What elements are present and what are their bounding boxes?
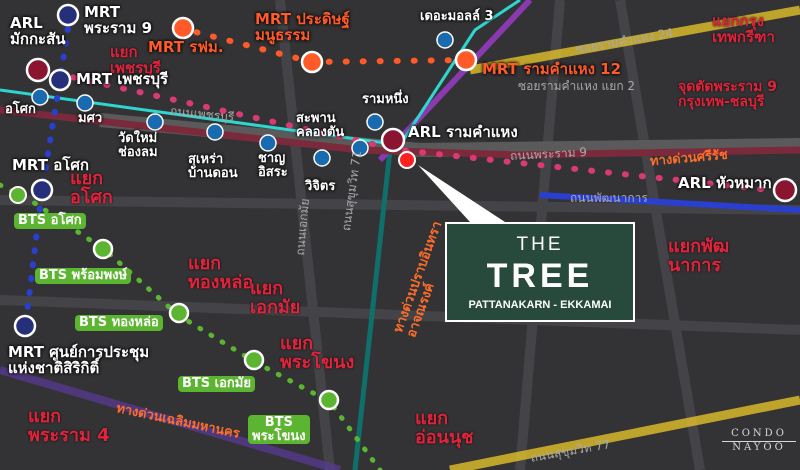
station-label-arl-huamak: ARL หัวหมาก <box>678 174 772 192</box>
station-label-bts-thonglo: BTS ทองหล่อ <box>75 315 163 331</box>
area-label-yaek-petchburi: แยก เพชรบุรี <box>110 43 161 77</box>
pier-label-saphan: สะพาน คลองตัน <box>296 111 345 140</box>
callout-pointer <box>418 165 505 222</box>
station-markers <box>9 3 798 411</box>
area-label-yaek-rama4: แยก พระราม 4 <box>28 406 110 446</box>
pier-label-saorao: สุเหร่า บ้านดอน <box>188 152 238 181</box>
project-title-the: THE <box>516 234 564 255</box>
station-label-arl-ramkhamhaeng: ARL รามคำแหง <box>408 123 518 141</box>
pier-label-mall3: เดอะมอลล์ 3 <box>420 9 494 24</box>
area-label-yaek-thonglo: แยก ทองหล่อ <box>188 253 254 293</box>
road-sukhumvit71 <box>352 149 393 470</box>
road-purple <box>0 366 342 470</box>
project-subtitle: PATTANAKARN - EKKAMAI <box>468 299 612 311</box>
pier-label-chan: ชาญ อิสระ <box>258 151 288 180</box>
road-label-pattanakarn: ถนนพัฒนาการ <box>570 191 648 205</box>
station-label-bts-phromphong: BTS พร้อมพงษ์ <box>35 268 132 284</box>
watermark-line2: NAYOO <box>732 442 786 453</box>
boat-icons <box>31 31 454 167</box>
arl-line <box>37 67 773 193</box>
road-label-soi-ram2: ซอยรามคำแหง แยก 2 <box>518 79 636 93</box>
station-label-mrt-phetchaburi: MRT เพชรบุรี <box>76 70 169 88</box>
road-yellow-sukhumvit <box>449 395 800 470</box>
project-title-tree: TREE <box>486 257 594 295</box>
station-label-mrt-qsncc: MRT ศูนย์การประชุม แห่งชาติสิริกิติ์ <box>8 343 150 377</box>
station-label-mrt-asok: MRT อโศก <box>12 156 89 174</box>
station-label-bts-phrakhanong: BTS พระโขนง <box>248 415 310 445</box>
area-label-yaek-ekkamai: แยก เอกมัย <box>250 278 301 318</box>
road-pattanakarn <box>539 192 800 213</box>
pier-label-watmai: วัดใหม่ ช่องลม <box>118 131 158 160</box>
station-label-mrt-rfm: MRT รฟม. <box>148 38 224 56</box>
station-label-bts-ekkamai: BTS เอกมัย <box>178 376 255 392</box>
pier-label-wijit: วิจิตร <box>305 179 336 194</box>
watermark-line1: CONDO <box>722 428 796 442</box>
area-label-yaek-pattanakarn: แยกพัฒ นาการ <box>668 236 730 276</box>
road-yellow-ram <box>469 5 800 75</box>
station-label-mrt-ram12: MRT รามคำแหง 12 <box>482 60 622 78</box>
watermark-logo: CONDO NAYOO <box>722 428 796 453</box>
station-label-mrt-pradit: MRT ประดิษฐ์ มนูธรรม <box>255 10 350 44</box>
station-label-mrt-rama9: MRT พระราม 9 <box>84 3 153 37</box>
station-label-bts-asok: BTS อโศก <box>14 213 86 229</box>
boat-line <box>0 0 521 147</box>
area-label-yaek-onnut: แยก อ่อนนุช <box>415 408 474 448</box>
area-label-yaek-thepkila: แยกกรุง เทพกรีฑา <box>712 12 775 46</box>
pier-label-ramnueng: รามหนึ่ง <box>362 92 409 107</box>
station-label-arl-makkasan: ARL มักกะสัน <box>10 14 66 48</box>
project-callout: THE TREE PATTANAKARN - EKKAMAI <box>445 222 635 322</box>
road-purple-2 <box>377 0 533 163</box>
pier-label-asok: อโศก <box>5 102 36 117</box>
area-label-yaek-asok: แยก อโศก <box>70 168 113 208</box>
area-label-rama9-intersection: จุดตัดพระราม 9 กรุงเทพ-ชลบุรี <box>678 79 777 110</box>
pier-label-mso: มศว <box>78 111 103 126</box>
area-label-yaek-phrakhanong: แยก พระโขนง <box>280 333 355 373</box>
